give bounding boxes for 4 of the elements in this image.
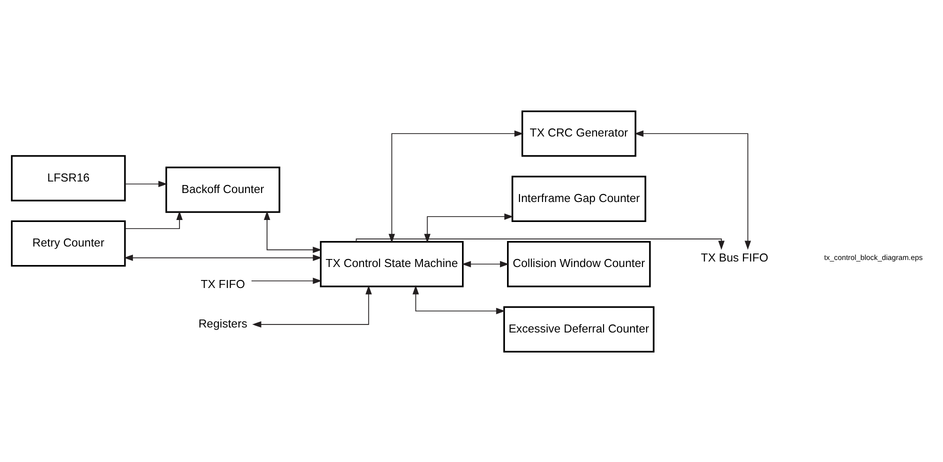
node-text: TX Bus FIFO — [700, 252, 768, 264]
node-text: TX FIFO — [200, 278, 245, 290]
label: tx_control_block_diagram.eps — [824, 252, 923, 262]
node-text: Registers — [198, 318, 248, 330]
